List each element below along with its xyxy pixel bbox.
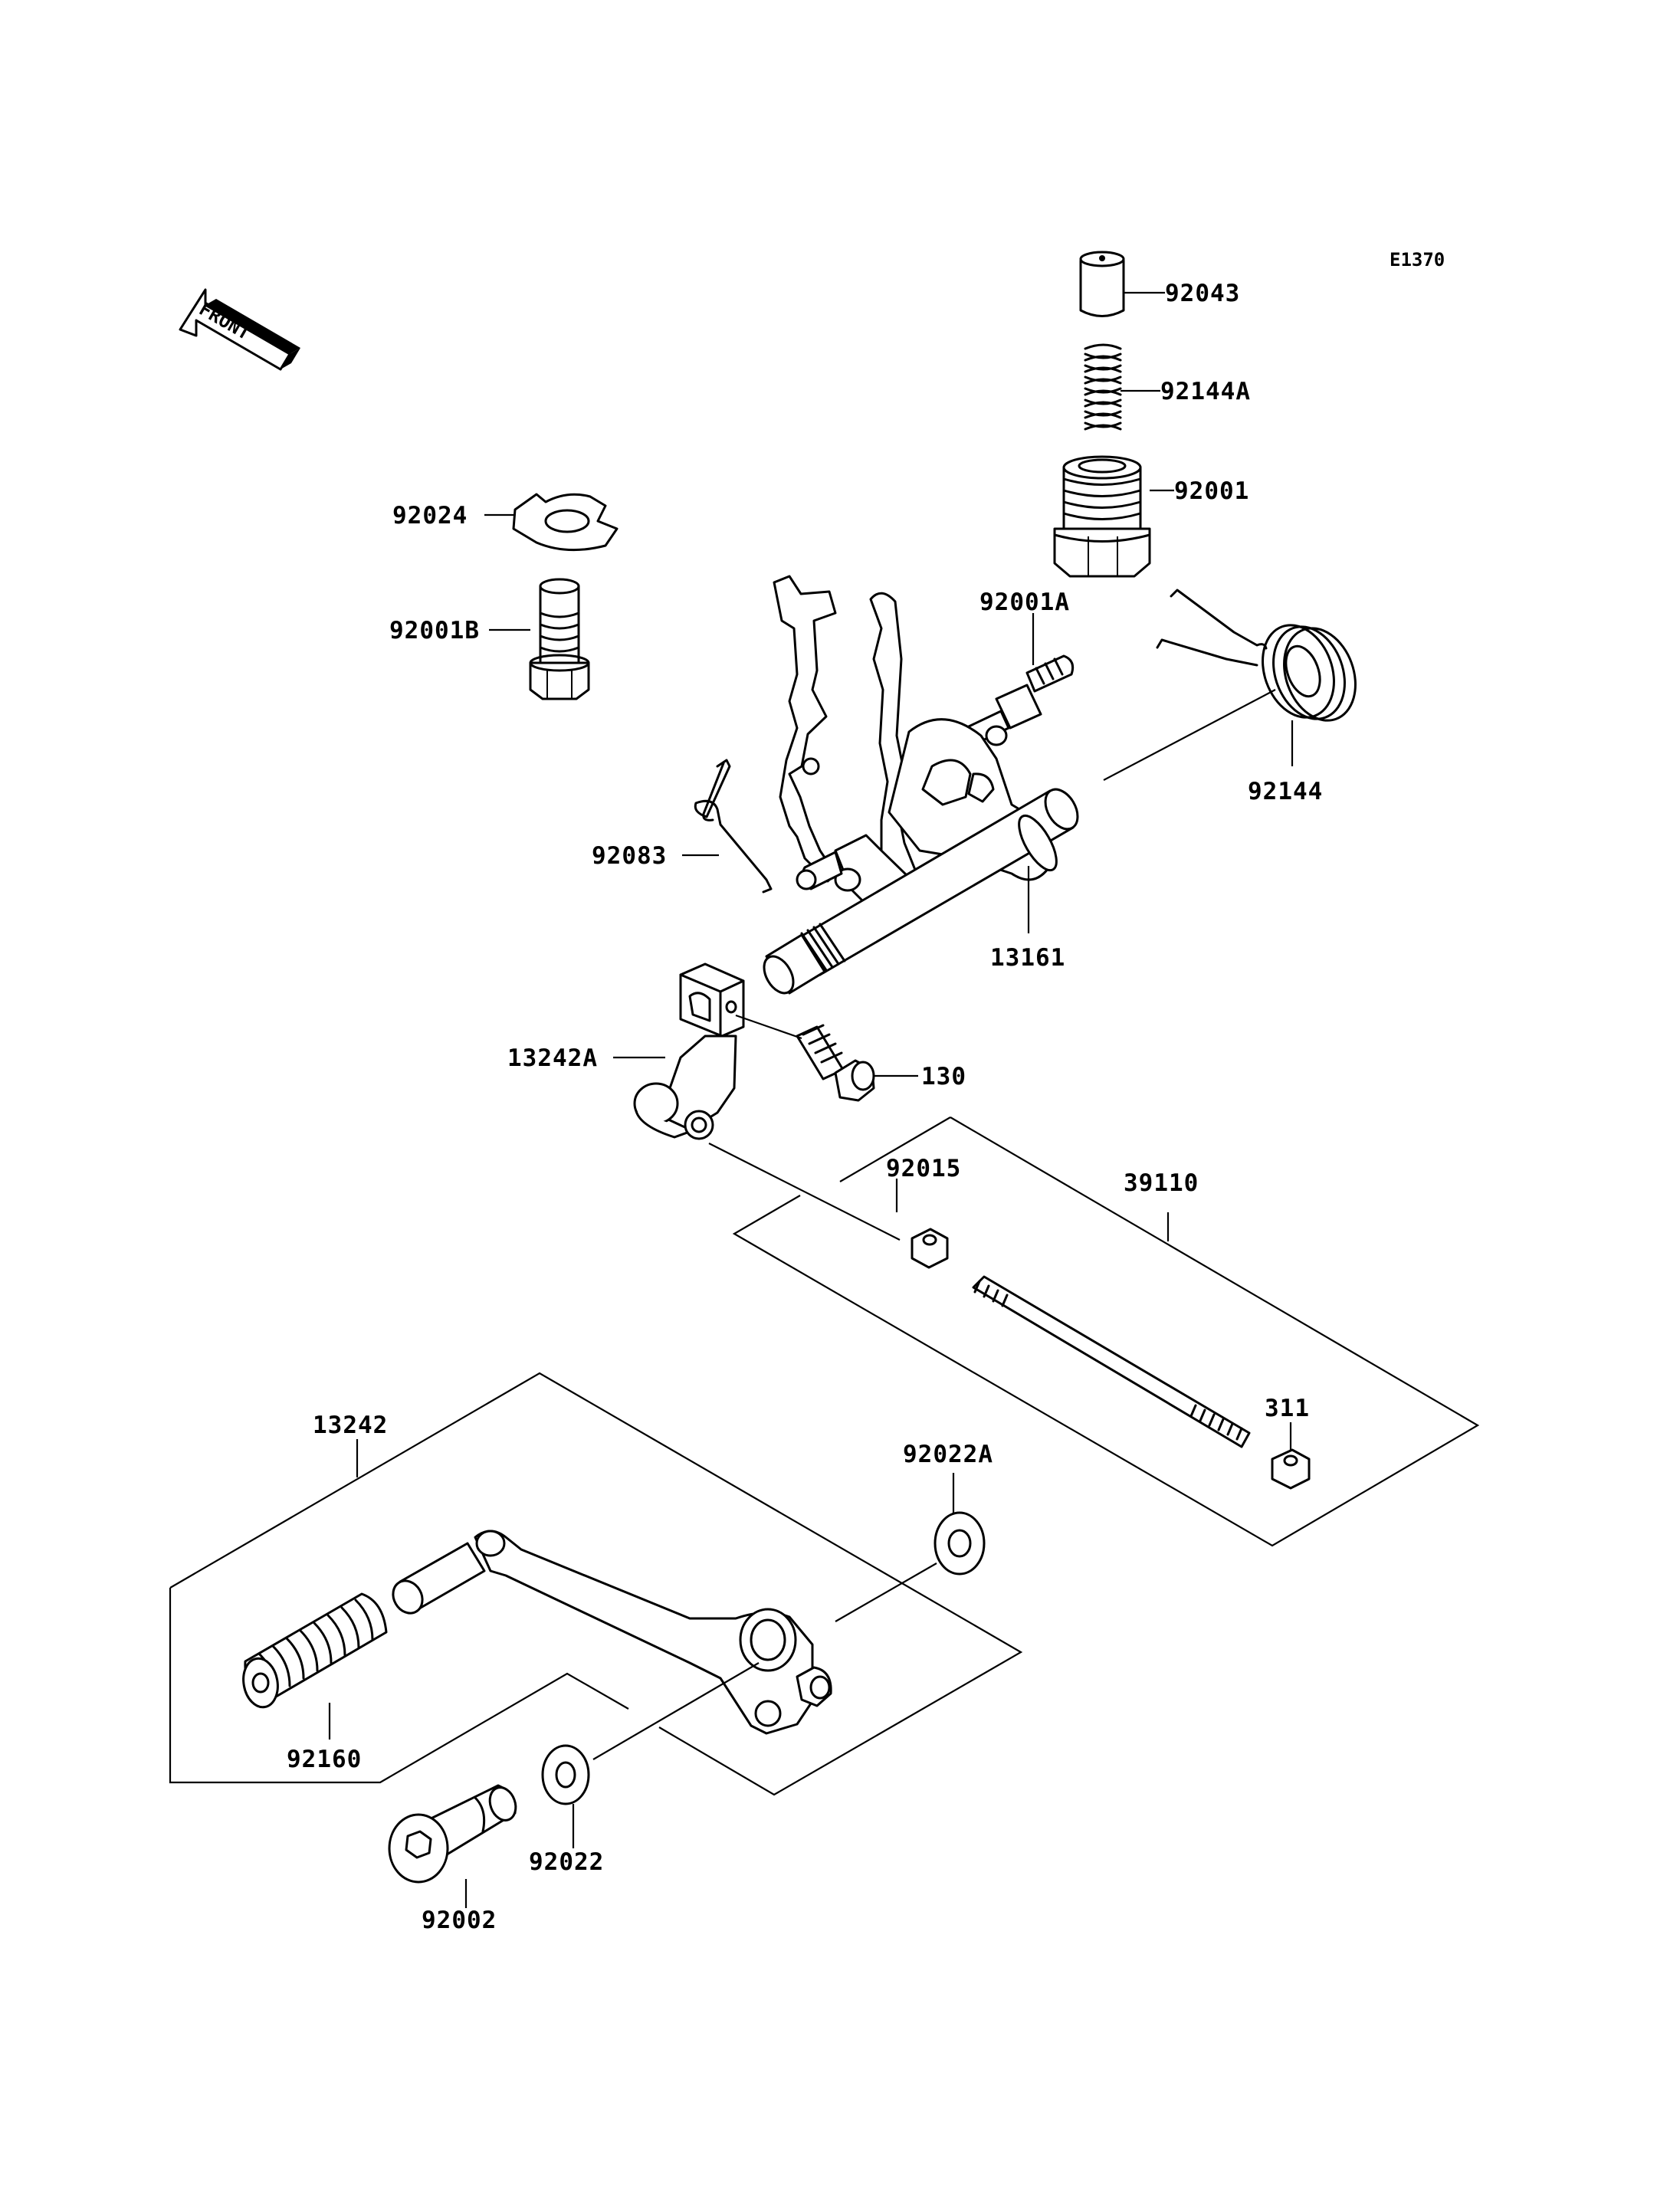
label-13242A: 13242A [507,1044,598,1072]
label-92043: 92043 [1165,280,1240,307]
part-92083-drawing [694,759,773,894]
label-92022A: 92022A [903,1441,993,1468]
label-92001B: 92001B [389,617,480,644]
part-92001B-drawing [529,578,590,700]
part-92001-drawing [1053,455,1151,578]
label-92083: 92083 [592,842,667,870]
label-92002: 92002 [422,1907,497,1934]
part-130-drawing [796,1024,875,1102]
part-13242A-drawing [633,962,745,1140]
label-39110: 39110 [1124,1169,1199,1197]
part-39110-drawing [972,1275,1251,1448]
label-92144: 92144 [1248,778,1323,805]
part-13242-drawing [392,1530,832,1735]
label-92144A: 92144A [1160,378,1251,405]
part-92043-drawing [1079,251,1125,317]
part-92024-drawing [512,493,619,552]
part-92144A-drawing [1084,343,1122,431]
part-92022A-drawing [934,1511,986,1576]
front-arrow-icon: FRONT [179,288,300,371]
part-92022-drawing [541,1744,590,1805]
label-92015: 92015 [886,1155,961,1182]
part-311-drawing [1271,1448,1311,1490]
part-13161-drawing [763,575,1079,995]
label-311: 311 [1265,1395,1310,1422]
label-92022: 92022 [529,1848,604,1876]
part-92001A-drawing [967,654,1075,746]
diagram-code: E1370 [1390,249,1445,271]
label-92001A: 92001A [979,589,1070,616]
part-92002-drawing [388,1784,517,1884]
label-92001: 92001 [1174,477,1249,505]
label-13242: 13242 [313,1412,388,1439]
label-92160: 92160 [287,1746,362,1773]
label-92024: 92024 [392,502,468,530]
part-92144-drawing [1156,589,1357,722]
label-130: 130 [921,1063,966,1090]
label-13161: 13161 [990,944,1065,972]
part-92015-drawing [911,1228,949,1269]
part-92160-drawing [242,1592,388,1709]
